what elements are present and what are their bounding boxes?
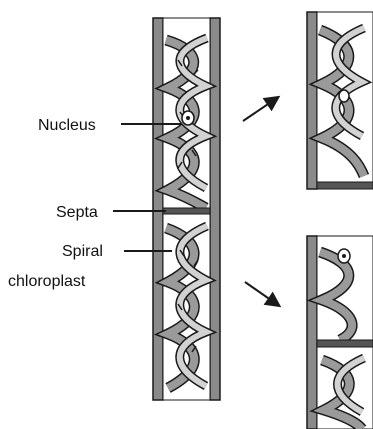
nucleus-label: Nucleus <box>38 117 96 134</box>
lower-daughter-filament <box>307 236 373 429</box>
filament-wall-right <box>210 18 220 400</box>
septum <box>163 208 210 214</box>
upper-daughter-filament <box>307 12 373 189</box>
lower-growth-arrow-icon <box>245 282 278 305</box>
spiral-chloroplast-label-line2: chloroplast <box>8 273 86 290</box>
septa-label: Septa <box>56 204 98 221</box>
spiral-chloroplast-label-line1: Spiral <box>62 243 103 260</box>
filament-wall-left <box>153 18 163 400</box>
upper-growth-arrow-icon <box>243 98 277 121</box>
main-filament <box>153 18 220 400</box>
